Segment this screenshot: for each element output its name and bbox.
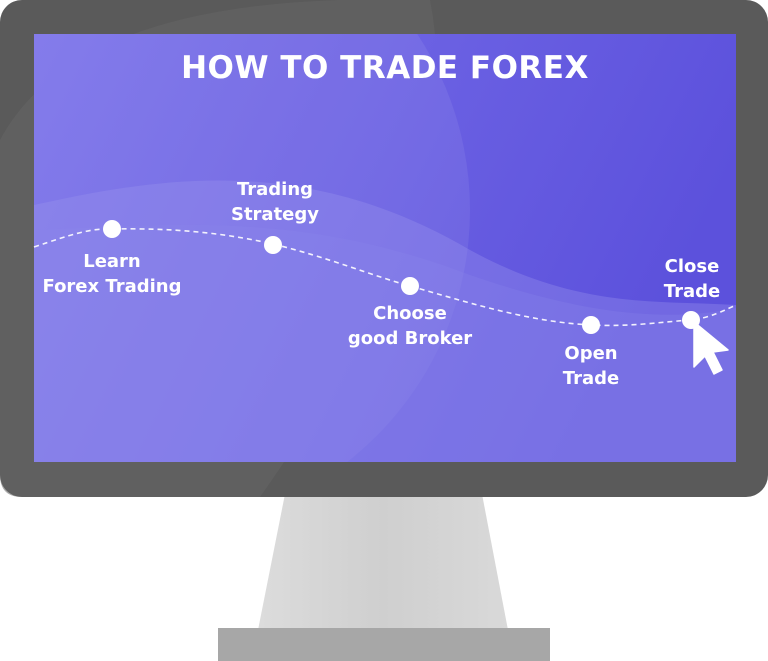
step-dot-broker: [401, 277, 419, 295]
cursor-arrow-icon: [693, 321, 729, 375]
step-dot-open: [582, 316, 600, 334]
step-label-strategy: Trading Strategy: [222, 177, 328, 227]
infographic-title: HOW TO TRADE FOREX: [181, 50, 589, 86]
monitor-stand: [258, 494, 508, 630]
step-label-close: Close Trade: [648, 254, 736, 304]
step-label-line: Trade: [663, 281, 721, 302]
step-label-line: Strategy: [230, 204, 320, 225]
step-label-line: Choose: [373, 303, 447, 324]
step-dot-strategy: [264, 236, 282, 254]
monitor-screen: [34, 34, 736, 462]
step-dot-learn: [103, 220, 121, 238]
step-label-learn: Learn Forex Trading: [40, 249, 184, 299]
step-label-line: Trade: [562, 368, 620, 389]
step-label-broker: Choose good Broker: [342, 301, 478, 351]
step-label-line: Close: [664, 256, 720, 277]
step-label-open: Open Trade: [548, 341, 634, 391]
monitor-base: [218, 628, 550, 661]
step-label-line: good Broker: [347, 328, 473, 349]
step-label-line: Open: [564, 343, 618, 364]
step-label-line: Trading: [236, 179, 314, 200]
step-label-line: Learn: [83, 251, 141, 272]
step-label-line: Forex Trading: [42, 276, 182, 297]
